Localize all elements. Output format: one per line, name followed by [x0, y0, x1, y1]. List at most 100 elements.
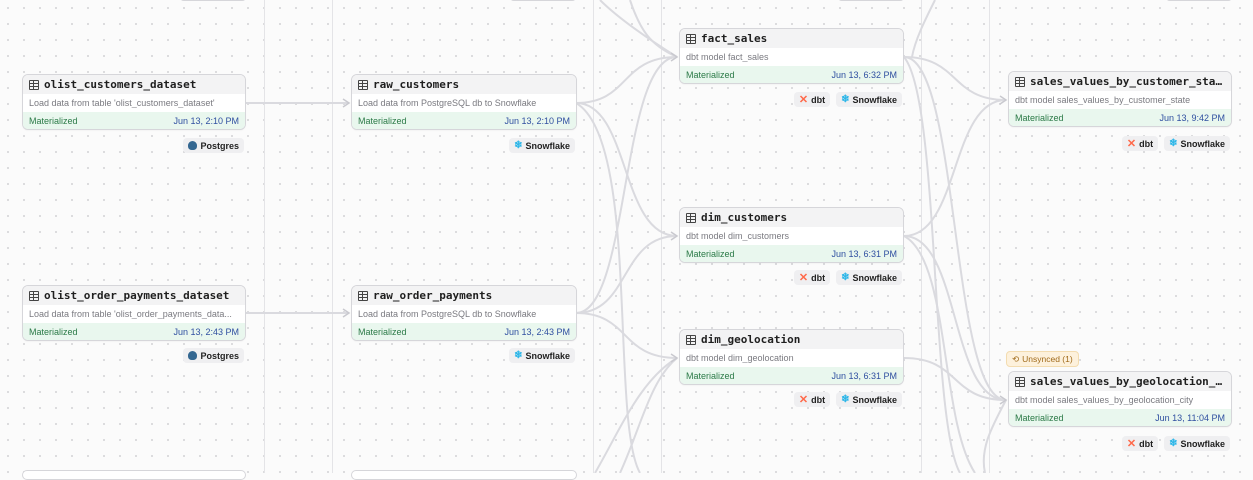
- snowflake-icon: ❄: [514, 139, 523, 151]
- node-status: Materialized Jun 13, 2:10 PM: [352, 112, 576, 129]
- postgres-icon: [188, 141, 198, 150]
- status-time: Jun 13, 2:43 PM: [173, 326, 239, 337]
- node-header: fact_sales: [680, 29, 903, 48]
- status-label: Materialized: [686, 370, 735, 381]
- edge: [903, 235, 976, 473]
- node-status: Materialized Jun 13, 2:10 PM: [23, 112, 245, 129]
- status-label: Materialized: [686, 69, 735, 80]
- tag-snowflake[interactable]: ❄Snowflake: [1164, 436, 1230, 451]
- column-divider: [661, 0, 662, 473]
- tag-dbt[interactable]: ✕dbt: [793, 392, 831, 407]
- dbt-icon: ✕: [1126, 437, 1137, 450]
- status-label: Materialized: [29, 326, 78, 337]
- table-icon: [29, 79, 39, 90]
- edge: [629, 0, 678, 58]
- node-tags: ✕dbt ❄Snowflake: [1008, 436, 1230, 451]
- tag-dbt[interactable]: ✕dbt: [1121, 136, 1159, 151]
- edge: [903, 56, 961, 473]
- node-header: olist_customers_dataset: [23, 75, 245, 94]
- node-status: Materialized Jun 13, 6:31 PM: [680, 367, 903, 384]
- snowflake-icon: ❄: [841, 271, 850, 283]
- node-raw-order-payments[interactable]: raw_order_payments Load data from Postgr…: [351, 285, 577, 341]
- unsynced-badge[interactable]: ⟲ Unsynced (1): [1006, 351, 1079, 367]
- node-dim-geolocation[interactable]: dim_geolocation dbt model dim_geolocatio…: [679, 329, 904, 385]
- tag-snowflake[interactable]: ❄Snowflake: [836, 270, 902, 285]
- edge: [911, 0, 936, 58]
- edge: [575, 235, 678, 314]
- node-stub: [838, 0, 904, 1]
- node-description: dbt model fact_sales: [686, 52, 769, 62]
- dbt-icon: ✕: [798, 93, 809, 106]
- tag-snowflake[interactable]: ❄Snowflake: [509, 138, 575, 153]
- node-stub: [510, 0, 576, 1]
- table-icon: [686, 334, 696, 345]
- column-divider: [593, 0, 594, 473]
- status-label: Materialized: [686, 248, 735, 259]
- node-title: olist_order_payments_dataset: [44, 289, 230, 302]
- node-olist-customers-dataset[interactable]: olist_customers_dataset Load data from t…: [22, 74, 246, 130]
- edge: [903, 56, 1007, 101]
- snowflake-icon: ❄: [841, 93, 850, 105]
- node-status: Materialized Jun 13, 2:43 PM: [23, 323, 245, 340]
- node-header: sales_values_by_geolocation_ci...: [1009, 372, 1231, 391]
- node-raw-customers[interactable]: raw_customers Load data from PostgreSQL …: [351, 74, 577, 130]
- node-status: Materialized Jun 13, 9:42 PM: [1009, 109, 1231, 126]
- tag-dbt[interactable]: ✕dbt: [793, 270, 831, 285]
- node-dim-customers[interactable]: dim_customers dbt model dim_customers Ma…: [679, 207, 904, 263]
- tag-dbt[interactable]: ✕dbt: [793, 92, 831, 107]
- status-time: Jun 13, 6:32 PM: [831, 69, 897, 80]
- status-label: Materialized: [358, 115, 407, 126]
- node-tags: Postgres: [22, 348, 244, 363]
- table-icon: [1015, 376, 1025, 387]
- snowflake-icon: ❄: [841, 393, 850, 405]
- status-time: Jun 13, 2:43 PM: [504, 326, 570, 337]
- status-time: Jun 13, 11:04 PM: [1155, 412, 1225, 423]
- node-header: raw_order_payments: [352, 286, 576, 305]
- node-olist-order-payments-dataset[interactable]: olist_order_payments_dataset Load data f…: [22, 285, 246, 341]
- node-status: Materialized Jun 13, 6:31 PM: [680, 245, 903, 262]
- edge: [903, 235, 1007, 401]
- tag-snowflake[interactable]: ❄Snowflake: [836, 92, 902, 107]
- tag-snowflake[interactable]: ❄Snowflake: [1164, 136, 1230, 151]
- table-icon: [29, 290, 39, 301]
- sync-icon: ⟲: [1012, 353, 1020, 364]
- node-description: Load data from table 'olist_customers_da…: [29, 98, 215, 108]
- node-fact-sales[interactable]: fact_sales dbt model fact_sales Material…: [679, 28, 904, 84]
- dbt-icon: ✕: [798, 271, 809, 284]
- snowflake-icon: ❄: [1169, 437, 1178, 449]
- node-sales-values-by-customer-state[interactable]: sales_values_by_customer_state dbt model…: [1008, 71, 1232, 127]
- status-label: Materialized: [1015, 412, 1064, 423]
- status-time: Jun 13, 9:42 PM: [1159, 112, 1225, 123]
- table-icon: [686, 212, 696, 223]
- node-description: dbt model sales_values_by_customer_state: [1015, 95, 1191, 105]
- tag-postgres[interactable]: Postgres: [183, 348, 244, 363]
- node-title: fact_sales: [701, 32, 768, 45]
- tag-postgres[interactable]: Postgres: [183, 138, 244, 153]
- tag-snowflake[interactable]: ❄Snowflake: [836, 392, 902, 407]
- node-stub: [180, 0, 246, 1]
- node-description: Load data from PostgreSQL db to Snowflak…: [358, 98, 537, 108]
- tag-snowflake[interactable]: ❄Snowflake: [509, 348, 575, 363]
- node-tags: ✕dbt ❄Snowflake: [679, 392, 902, 407]
- node-tags: ✕dbt ❄Snowflake: [1008, 136, 1230, 151]
- postgres-icon: [188, 351, 198, 360]
- status-label: Materialized: [29, 115, 78, 126]
- node-description: dbt model dim_geolocation: [686, 353, 794, 363]
- node-description: dbt model sales_values_by_geolocation_ci…: [1015, 395, 1194, 405]
- node-title: olist_customers_dataset: [44, 78, 197, 91]
- node-header: dim_geolocation: [680, 330, 903, 349]
- node-header: dim_customers: [680, 208, 903, 227]
- node-sales-values-by-geolocation-city[interactable]: sales_values_by_geolocation_ci... dbt mo…: [1008, 371, 1232, 427]
- edge: [903, 357, 1007, 401]
- edge: [903, 99, 1007, 237]
- tag-dbt[interactable]: ✕dbt: [1121, 436, 1159, 451]
- edge: [575, 56, 678, 314]
- node-tags: ✕dbt ❄Snowflake: [679, 270, 902, 285]
- snowflake-icon: ❄: [1169, 137, 1178, 149]
- column-divider: [989, 0, 990, 473]
- node-tags: ✕dbt ❄Snowflake: [679, 92, 902, 107]
- column-divider: [332, 0, 333, 473]
- node-title: raw_order_payments: [373, 289, 493, 302]
- node-tags: Postgres: [22, 138, 244, 153]
